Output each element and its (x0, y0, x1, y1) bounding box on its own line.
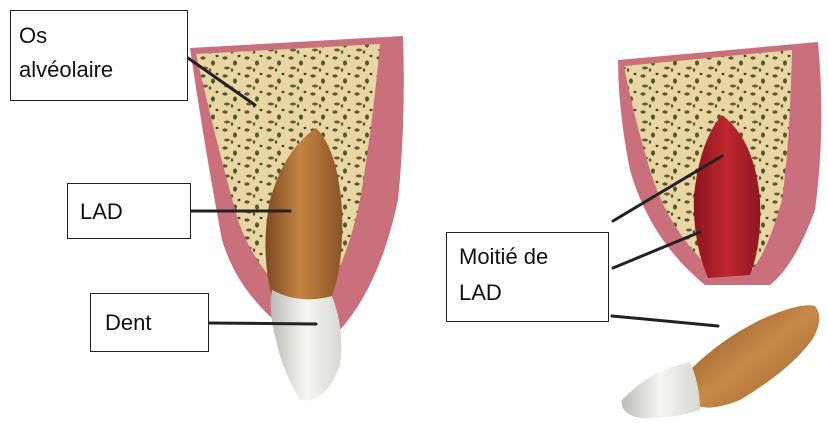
label-os-alveolaire: Os alvéolaire (10, 10, 188, 101)
label-moitie-de-lad: Moitié de LAD (446, 232, 609, 322)
label-lad: LAD (67, 183, 191, 239)
extracted-tooth (622, 305, 820, 418)
extracted-crown (622, 362, 700, 418)
label-lad-text: LAD (80, 195, 190, 229)
left-tooth-in-bone (190, 36, 404, 401)
label-dent: Dent (90, 293, 209, 352)
leader-dent (209, 323, 316, 324)
leader-moitie-tooth (612, 316, 718, 326)
label-moitie-line2: LAD (459, 275, 608, 311)
label-os-line1: Os (19, 19, 187, 53)
right-empty-socket (618, 42, 821, 285)
label-dent-text: Dent (105, 306, 208, 340)
label-os-line2: alvéolaire (19, 53, 187, 87)
left-crown (271, 290, 342, 401)
extracted-root (690, 305, 819, 407)
label-moitie-line1: Moitié de (459, 239, 608, 275)
